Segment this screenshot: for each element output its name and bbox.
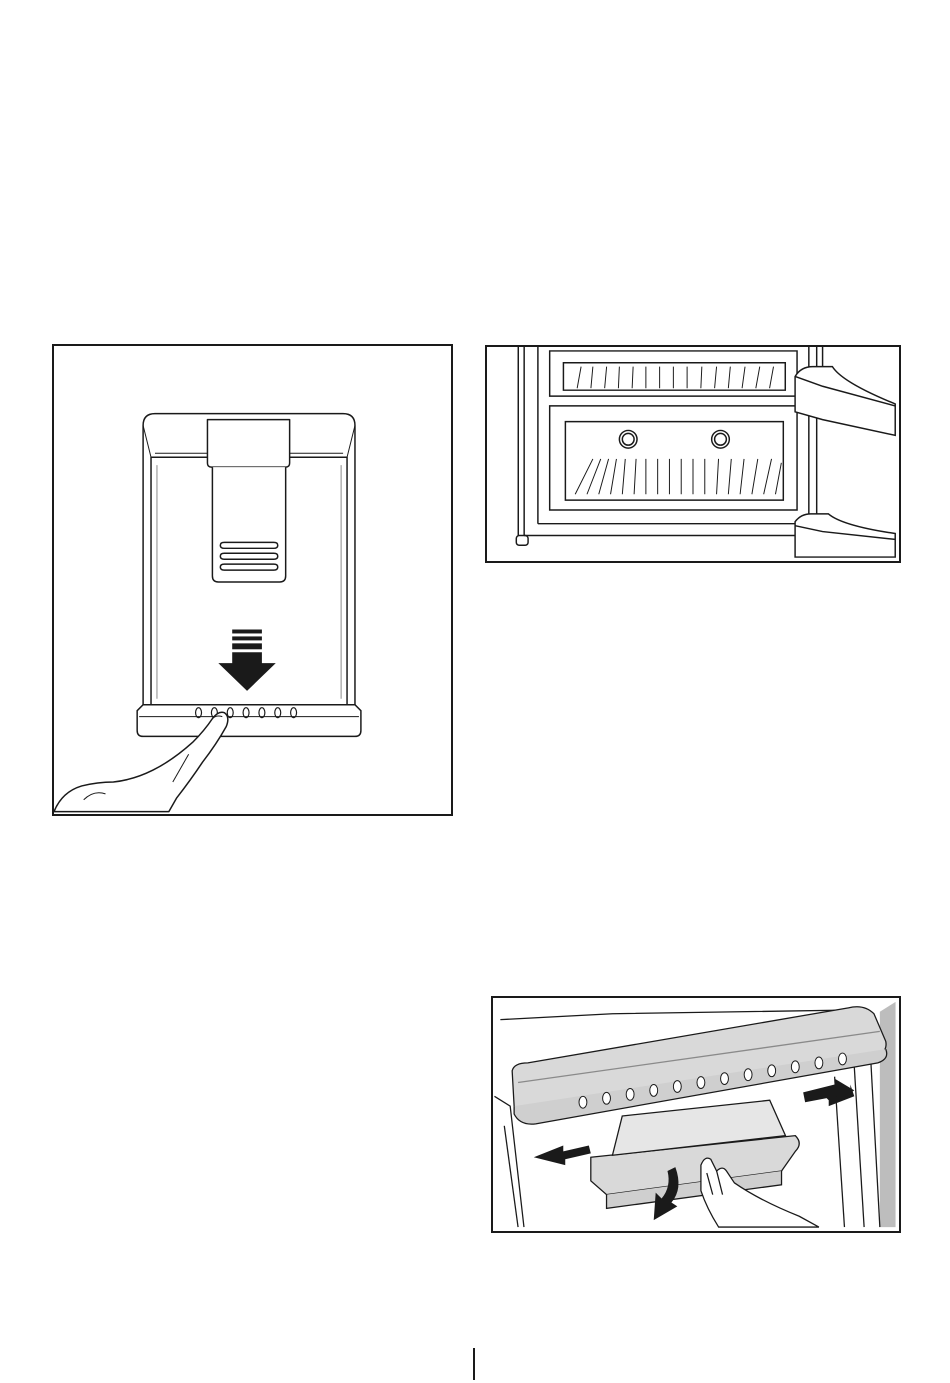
door-shelf-figure bbox=[491, 996, 901, 1233]
dispenser-figure bbox=[52, 344, 453, 816]
page-number-rule bbox=[473, 1348, 475, 1380]
freezer-figure bbox=[485, 345, 901, 563]
freezer-drawers-illustration bbox=[487, 347, 899, 561]
dispenser-drip-tray-illustration bbox=[54, 346, 451, 814]
door-shelf-removal-illustration bbox=[493, 998, 899, 1231]
